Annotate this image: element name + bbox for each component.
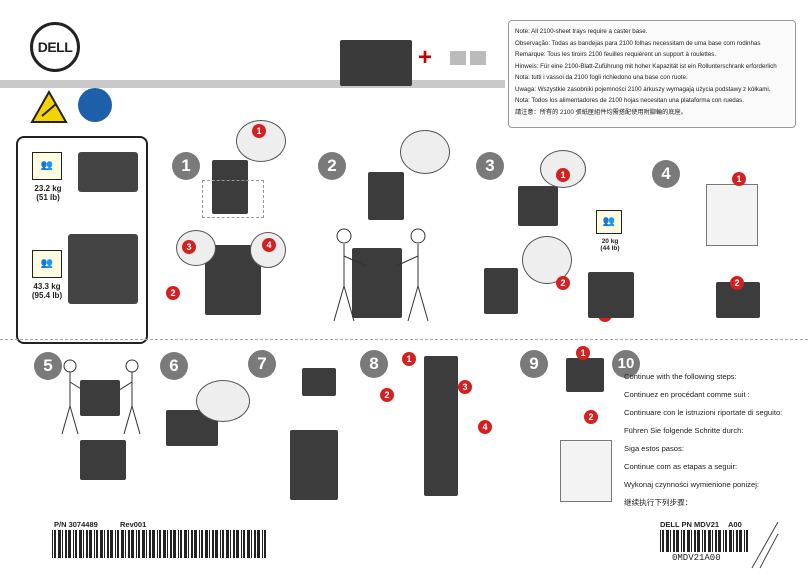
callout-3: 3	[182, 240, 196, 254]
callout-4: 4	[262, 238, 276, 252]
step-10-number: 10	[612, 350, 640, 378]
step-9-number: 9	[520, 350, 548, 378]
step-5-tray	[80, 380, 120, 416]
step-8-stack	[424, 356, 458, 496]
step-5-tray-base	[80, 440, 126, 480]
note-line: Uwaga: Wszystkie zasobniki pojemności 21…	[515, 85, 771, 93]
weight-small-lb: (51 lb)	[36, 193, 60, 202]
step-3-tray	[588, 272, 634, 318]
read-manual-icon	[78, 88, 112, 122]
two-person-lift-icon: 👥	[596, 210, 622, 234]
instruction-line: Siga estos pasos:	[624, 444, 684, 453]
three-person-lift-icon: 👥	[32, 250, 62, 278]
weight-tray-kg: 20 kg	[601, 238, 619, 245]
part-number-left: P/N 3074489	[54, 520, 98, 529]
callout-2: 2	[166, 286, 180, 300]
tray-image	[340, 40, 412, 86]
step-2-lift	[352, 248, 402, 318]
barcode-text: 0MDV21A00	[672, 553, 721, 563]
callout-1: 1	[402, 352, 416, 366]
callout-2: 2	[730, 276, 744, 290]
instruction-line: Führen Sie folgende Schritte durch:	[624, 426, 744, 435]
revision-left: Rev001	[120, 520, 147, 529]
step-7-number: 7	[248, 350, 276, 378]
instruction-line: 继续执行下列步骤：	[624, 498, 693, 507]
step-7-stack	[290, 430, 338, 500]
note-line: Nota: tutti i vassoi da 2100 fogli richi…	[515, 74, 688, 81]
callout-1: 1	[556, 168, 570, 182]
weight-tray-lb: (44 lb)	[600, 245, 620, 252]
step-8-number: 8	[360, 350, 388, 378]
logo-text: DELL	[37, 39, 73, 55]
step-3-base	[484, 268, 518, 314]
step-1-bands	[202, 180, 264, 218]
note-box: Note: All 2100-sheet trays require a cas…	[508, 20, 796, 128]
barcode-right	[660, 530, 748, 552]
callout-2: 2	[584, 410, 598, 424]
step-3-machine	[518, 186, 558, 226]
step-2-zoom	[400, 130, 450, 174]
plus-icon: +	[418, 44, 433, 71]
step-4-number: 4	[652, 160, 680, 188]
weight-box: 👥 23.2 kg (51 lb) 👥 43.3 kg (95.4 lb)	[16, 136, 148, 344]
note-line: Remarque: Tous les tiroirs 2100 feuilles…	[515, 51, 717, 58]
revision-right: A00	[728, 520, 742, 529]
callout-1: 1	[732, 172, 746, 186]
callout-1: 1	[252, 124, 266, 138]
note-line: Observação: Todas as bandejas para 2100 …	[515, 39, 761, 47]
step-9-tray	[566, 358, 604, 392]
callout-3: 3	[458, 380, 472, 394]
printer-small-image	[78, 152, 138, 192]
barcode-left	[52, 530, 266, 558]
weight-large-lb: (95.4 lb)	[31, 291, 63, 300]
step-5-people	[61, 359, 141, 435]
printer-large-image	[68, 234, 138, 304]
weight-small-kg: 23.2 kg	[34, 184, 62, 193]
step-5-number: 5	[34, 352, 62, 380]
step-9-box	[560, 440, 612, 502]
row-separator	[0, 339, 808, 340]
step-4-box	[706, 184, 758, 246]
instruction-line: Wykonaj czynności wymienione poniżej:	[624, 480, 759, 489]
instruction-line: Continuare con le istruzioni riportate d…	[624, 408, 783, 417]
callout-2: 2	[380, 388, 394, 402]
callout-4: 4	[478, 420, 492, 434]
step-1-number: 1	[172, 152, 200, 180]
step-3-number: 3	[476, 152, 504, 180]
instruction-line: Continuez en procédant comme suit :	[624, 390, 750, 399]
dell-logo: DELL	[30, 22, 80, 72]
callout-2: 2	[556, 276, 570, 290]
step-6-zoom	[196, 380, 250, 422]
instruction-line: Continue com as etapas a seguir:	[624, 462, 738, 471]
step-10-instructions: Continue with the following steps: Conti…	[624, 368, 782, 512]
step-2-machine	[368, 172, 404, 220]
step-7-machine	[302, 368, 336, 396]
note-line: Hinweis: Für eine 2100-Blatt-Zuführung m…	[515, 62, 777, 70]
step-1-machine	[212, 160, 248, 214]
step-6-number: 6	[160, 352, 188, 380]
note-line: 請注意：所有的 2100 張紙匣組件均需搭配使用附腳輪的底座。	[515, 108, 687, 116]
part-number-right: DELL PN MDV21	[660, 520, 720, 529]
note-line: Nota: Todos los alimentadores de 2100 ho…	[515, 97, 744, 104]
header-bar	[0, 80, 505, 88]
step-2-number: 2	[318, 152, 346, 180]
two-person-lift-icon: 👥	[32, 152, 62, 180]
weight-large-kg: 43.3 kg	[33, 282, 61, 291]
page-curl-icon	[751, 521, 779, 569]
instruction-line: Continue with the following steps:	[624, 372, 737, 381]
note-line: Note: All 2100-sheet trays require a cas…	[515, 28, 648, 35]
caster-base-image	[450, 51, 486, 65]
callout-1: 1	[576, 346, 590, 360]
step-2-people	[333, 228, 429, 322]
warning-icon	[30, 90, 68, 123]
